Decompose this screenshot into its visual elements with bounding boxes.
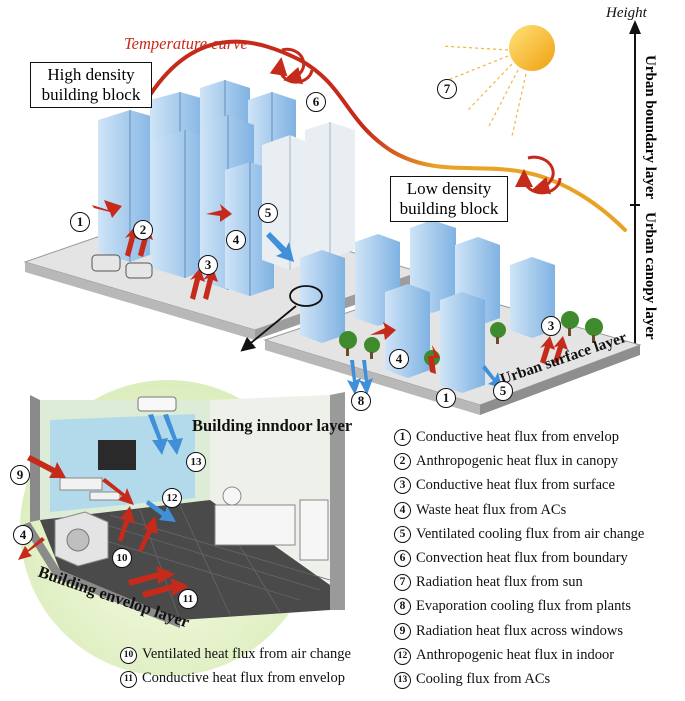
temperature-curve-label: Temperature curve <box>124 34 248 53</box>
legend-right-item: 2 Anthropogenic heat flux in canopy <box>394 453 619 471</box>
legend-text: Convection heat flux from boundary <box>416 550 628 566</box>
building-cross-section <box>20 380 345 676</box>
legend-number: 5 <box>394 525 411 543</box>
zoom-pointer <box>240 305 297 352</box>
legend-text: Ventilated heat flux from air change <box>142 646 351 662</box>
legend-text: Conductive heat flux from surface <box>416 477 615 494</box>
car-icon <box>91 254 153 279</box>
badge-3-low: 3 <box>541 316 561 336</box>
urban-canopy-label: Urban canopy layer <box>641 208 658 343</box>
legend-text: Radiation heat flux from sun <box>416 574 583 591</box>
badge-4-low: 4 <box>389 349 409 369</box>
legend-right-item: 6 Convection heat flux from boundary <box>394 550 628 567</box>
badge-11: 11 <box>178 589 198 609</box>
legend-right-item: 12 Anthropogenic heat flux in indoor <box>394 647 614 665</box>
high-density-buildings <box>98 80 355 296</box>
tree-icon <box>339 311 603 372</box>
urban-canopy-line-2: layer <box>642 306 658 340</box>
legend-text: Conductive heat flux from envelop <box>142 670 345 686</box>
badge-8: 8 <box>351 391 371 411</box>
legend-number: 12 <box>394 647 411 665</box>
legend-right-item: 4 Waste heat flux from ACs <box>394 501 567 519</box>
legend-text: Cooling flux from ACs <box>416 671 551 687</box>
legend-right-item: 5 Ventilated cooling flux from air change <box>394 525 645 543</box>
badge-5-low: 5 <box>493 381 513 401</box>
badge-9: 9 <box>10 465 30 485</box>
legend-text: Conductive heat flux from envelop <box>416 429 619 445</box>
sun-icon <box>441 25 555 137</box>
urban-boundary-line-2: layer <box>642 166 658 200</box>
urban-canopy-line-1: Urban canopy <box>642 211 658 304</box>
urban-boundary-label: Urban boundary layer <box>641 52 658 202</box>
badge-5-high: 5 <box>258 203 278 223</box>
legend-right-item: 7 Radiation heat flux from sun <box>394 574 583 592</box>
zoom-ellipse <box>289 285 323 307</box>
legend-text: Waste heat flux from ACs <box>416 501 567 518</box>
legend-text: Anthropogenic heat flux in canopy <box>416 453 619 470</box>
room-cool-arrows <box>146 414 183 522</box>
legend-number: 7 <box>394 574 411 592</box>
badge-2: 2 <box>133 220 153 240</box>
convection-swirl-icon <box>269 47 562 195</box>
low-density-line-1: Low density <box>406 179 492 198</box>
badge-3-high: 3 <box>198 255 218 275</box>
building-indoor-label: Building inndoor layer <box>192 416 353 435</box>
badge-4-high: 4 <box>226 230 246 250</box>
high-density-line-2: building block <box>41 85 141 104</box>
legend-number: 13 <box>394 672 411 689</box>
legend-bottom-item: 10 Ventilated heat flux from air change <box>120 646 351 664</box>
legend-number: 8 <box>394 598 411 616</box>
high-density-label: High density building block <box>30 62 152 108</box>
legend-number: 9 <box>394 622 411 640</box>
badge-4-room: 4 <box>13 525 33 545</box>
height-axis <box>629 20 641 345</box>
legend-number: 3 <box>394 477 411 495</box>
badge-1-high: 1 <box>70 212 90 232</box>
legend-text: Anthropogenic heat flux in indoor <box>416 646 615 663</box>
badge-6: 6 <box>306 92 326 112</box>
legend-text: Ventilated cooling flux from air change <box>416 525 645 542</box>
legend-number: 1 <box>394 429 411 446</box>
legend-right-item: 3 Conductive heat flux from surface <box>394 477 615 495</box>
badge-12: 12 <box>162 488 182 508</box>
legend-number: 6 <box>394 550 411 567</box>
legend-number: 4 <box>394 501 411 519</box>
low-density-label: Low density building block <box>390 176 508 222</box>
low-density-buildings <box>300 220 555 393</box>
high-density-line-1: High density <box>47 65 135 84</box>
badge-10: 10 <box>112 548 132 568</box>
legend-text: Radiation heat flux across windows <box>416 622 623 639</box>
low-density-line-2: building block <box>399 199 499 218</box>
legend-right-item: 9 Radiation heat flux across windows <box>394 622 623 640</box>
height-axis-label: Height <box>606 5 647 21</box>
room-hot-arrows <box>18 455 189 598</box>
legend-text: Evaporation cooling flux from plants <box>416 598 632 615</box>
legend-right-item: 13 Cooling flux from ACs <box>394 671 550 689</box>
legend-right-item: 8 Evaporation cooling flux from plants <box>394 598 632 616</box>
legend-right-item: 1 Conductive heat flux from envelop <box>394 429 619 446</box>
legend-number: 2 <box>394 453 411 471</box>
legend-number: 11 <box>120 671 137 688</box>
badge-13: 13 <box>186 452 206 472</box>
legend-bottom-item: 11 Conductive heat flux from envelop <box>120 670 345 688</box>
badge-1-low: 1 <box>436 388 456 408</box>
badge-7: 7 <box>437 79 457 99</box>
urban-boundary-line-1: Urban boundary <box>642 54 658 163</box>
legend-number: 10 <box>120 647 137 664</box>
